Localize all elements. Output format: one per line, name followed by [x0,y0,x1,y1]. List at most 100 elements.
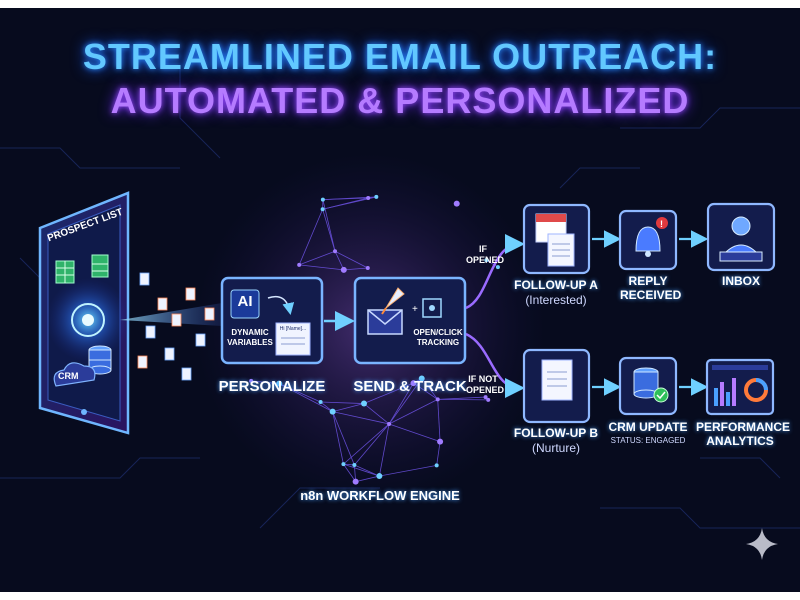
dynamic-variables-label: DYNAMIC VARIABLES [227,328,273,347]
flying-document-icon [157,297,168,311]
inbox-box [706,202,776,272]
network-node [320,207,325,212]
network-node [276,380,283,387]
network-link [363,382,414,404]
network-link [436,441,441,466]
network-link [334,250,368,269]
network-link [388,382,414,425]
crm-label: CRM [58,371,79,381]
network-link [343,463,380,477]
reply-received-label: REPLY RECEIVED [620,274,682,302]
follow-up-a-box [522,203,591,275]
follow-up-b-note: (Nurture) [531,441,580,455]
network-link [298,209,324,266]
network-node [329,408,336,415]
network-node [352,478,359,485]
network-node [249,378,254,383]
ai-chip-icon: AI [237,293,253,310]
flying-document-icon [137,355,148,369]
network-node [486,397,491,402]
network-node [333,249,338,254]
follow-up-b-box [522,348,591,424]
network-link [322,199,336,252]
cloud-icon [53,362,96,387]
flying-documents [137,272,215,381]
inbox-label: INBOX [721,274,760,288]
network-node [340,266,347,273]
network-node [437,438,444,445]
network-node [410,380,417,387]
network-link [279,383,333,412]
network-node [320,197,325,202]
network-link [486,259,499,268]
network-node [453,200,460,207]
network-link [437,399,441,442]
title-line-2: AUTOMATED & PERSONALIZED [110,80,690,121]
target-icon [422,298,442,318]
network-node [484,258,489,263]
network-link [379,464,437,477]
network-link [332,411,344,465]
network-link [437,398,489,401]
dashboard-icon [705,358,775,416]
network-link [322,197,369,201]
network-link [388,423,441,443]
performance-analytics-label: PERFORMANCE ANALYTICS [696,420,791,448]
network-node [341,462,346,467]
branch-if-opened: IF OPENED [466,244,505,265]
reply-received-box: ! [618,209,678,271]
network-link [334,251,345,271]
personalize-doc-text: Hi [Name]... [279,326,307,332]
spreadsheet-icon [55,254,109,284]
headset-person-icon [731,216,751,236]
network-node [435,397,440,402]
network-node [418,375,425,382]
crm-status-label: STATUS: ENGAGED [610,436,686,445]
personalize-box [220,276,324,365]
flying-document-icon [195,333,206,347]
network-link [332,411,390,425]
document-icon [541,359,573,401]
network-link [332,403,365,412]
svg-text:!: ! [660,219,663,229]
network-node [376,473,383,480]
network-link [343,267,368,271]
network-link [388,378,423,425]
flying-document-icon [171,313,182,327]
network-link [279,383,321,403]
network-node [318,399,323,404]
envelope-icon [367,309,403,335]
network-link [343,463,356,482]
network-node [352,462,357,467]
network-link [320,401,365,404]
network-link [355,475,380,483]
svg-text:+: + [412,304,418,315]
network-node [365,265,370,270]
network-link [332,411,355,466]
database-icon [88,345,112,375]
follow-up-a-label: FOLLOW-UP A [514,278,598,292]
crm-update-box [618,356,678,416]
follow-up-a-note: (Interested) [525,293,587,307]
send-track-box: + [353,276,467,365]
rocket-icon [385,287,405,309]
branch-if-not-opened: IF NOT OPENED [466,374,505,395]
flying-document-icon [204,307,215,321]
network-link [322,197,369,210]
network-link [251,380,280,385]
network-node [374,194,379,199]
diagram-graphics: + ! [0,68,800,560]
network-node [360,400,367,407]
network-node [297,262,302,267]
data-beam [120,303,222,326]
network-link [363,403,390,425]
network-nodes [249,194,500,485]
network-link [378,423,390,477]
network-node [483,395,488,400]
network-node [434,463,439,468]
flying-document-icon [185,287,196,301]
network-node [387,421,392,426]
personalize-step-label: PERSONALIZE [218,378,326,395]
flying-document-icon [164,347,175,361]
sparkle-icon [746,528,778,560]
